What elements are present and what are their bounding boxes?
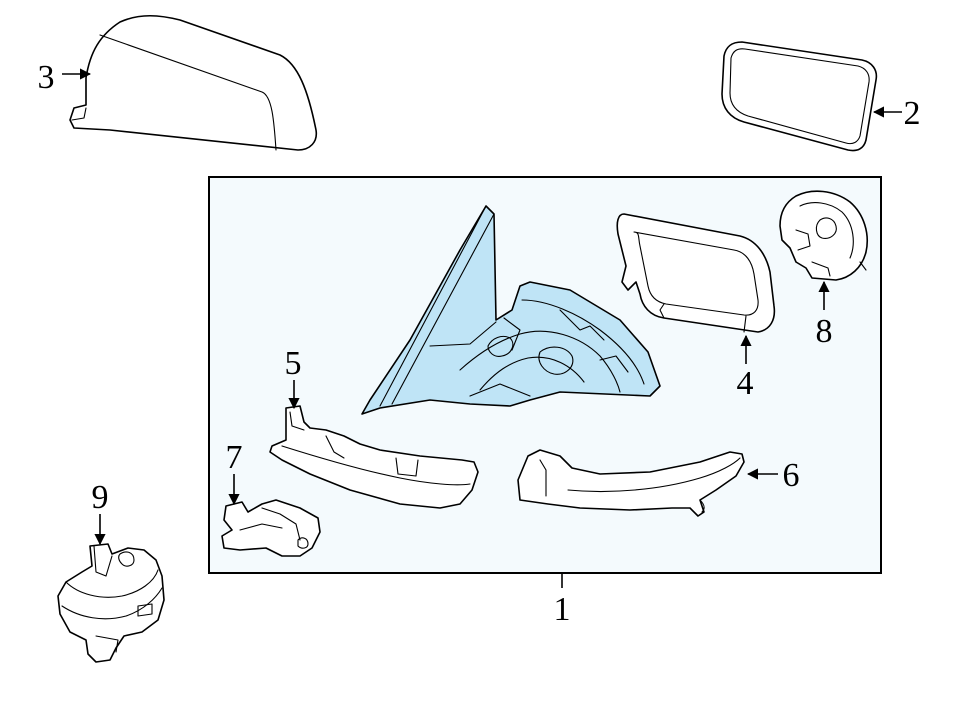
mirror-glass-part	[721, 41, 878, 152]
callout-8: 8	[816, 313, 833, 350]
callout-2: 2	[904, 95, 921, 132]
mirror-motor-part	[779, 190, 868, 281]
callout-9: 9	[92, 479, 109, 516]
turn-signal-lens-part	[517, 449, 745, 517]
callout-3: 3	[38, 59, 55, 96]
mirror-housing-assembly-part	[361, 205, 661, 415]
callout-1: 1	[554, 591, 571, 628]
puddle-lamp-part	[221, 499, 321, 557]
glass-backing-frame-part	[616, 213, 776, 333]
callout-5: 5	[285, 345, 302, 382]
turn-signal-housing-part	[269, 405, 479, 509]
callout-4: 4	[737, 365, 754, 402]
camera-sensor-part	[57, 543, 165, 663]
callout-7: 7	[226, 439, 243, 476]
mirror-cap-part	[69, 14, 318, 151]
callout-6: 6	[783, 457, 800, 494]
